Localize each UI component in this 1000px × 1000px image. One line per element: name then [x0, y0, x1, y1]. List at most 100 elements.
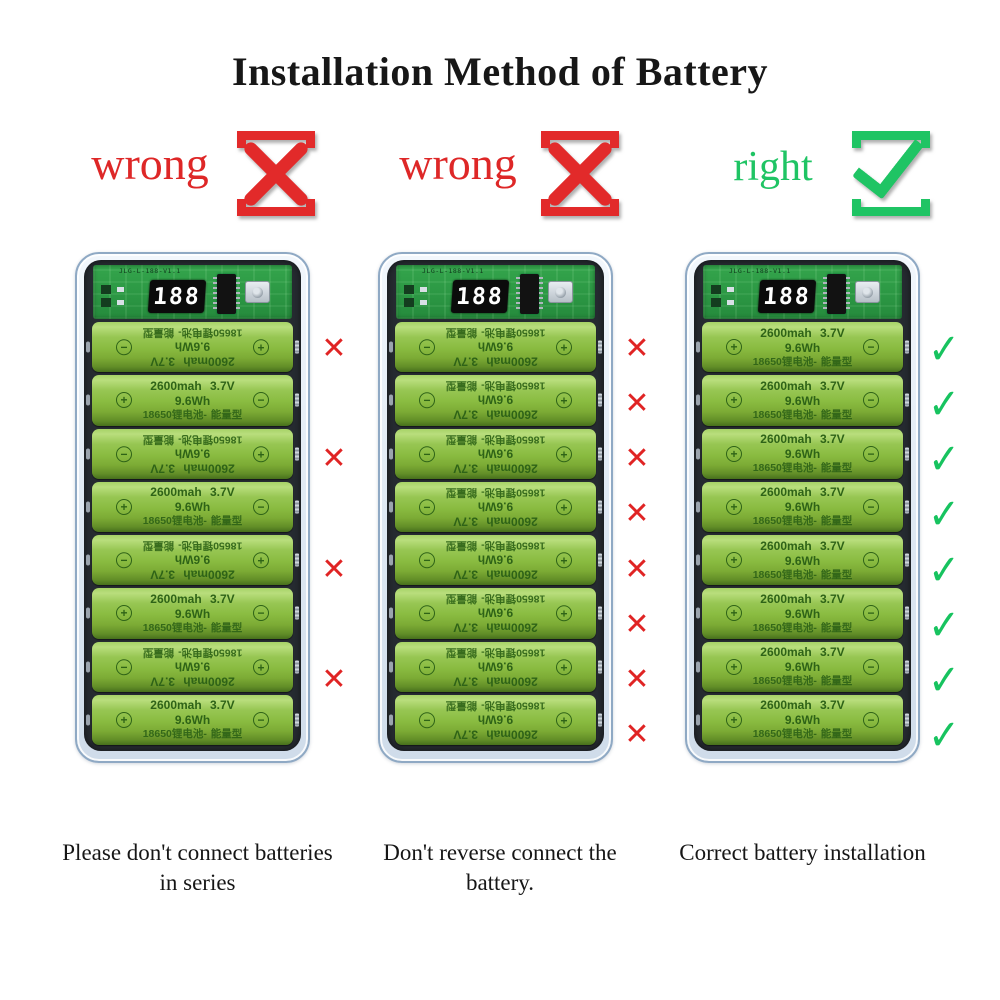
positive-terminal-icon: +: [556, 658, 572, 675]
mark-slot: ✓: [920, 542, 968, 597]
stamp-bracket-top: [852, 131, 930, 148]
negative-terminal-icon: −: [116, 445, 132, 462]
positive-terminal-icon: +: [253, 658, 269, 675]
negative-terminal-icon: −: [116, 658, 132, 675]
x-mark-icon: ✕: [624, 496, 650, 532]
verdict-label-wrong-1: wrong: [91, 138, 209, 189]
negative-terminal-icon: −: [116, 339, 132, 356]
negative-terminal-icon: −: [253, 392, 269, 409]
mark-slot: ✓: [920, 432, 968, 487]
stamp-bracket-top: [541, 131, 619, 148]
positive-terminal-icon: +: [556, 392, 572, 409]
x-mark-icon: ✕: [624, 606, 650, 642]
power-button: [855, 281, 880, 303]
marks-column: ✕✕✕✕: [310, 252, 358, 763]
negative-terminal-icon: −: [863, 339, 879, 356]
positive-terminal-icon: +: [556, 711, 572, 728]
marks-column: ✕ ✕ ✕ ✕ ✕ ✕ ✕ ✕: [613, 252, 661, 763]
pcb-silkscreen-text: JLG-L-188-V1.1: [422, 267, 484, 275]
empty-mark-slot: [310, 708, 358, 763]
negative-terminal-icon: −: [863, 711, 879, 728]
caption-pack-1: Please don't connect batteries in series: [62, 840, 333, 896]
check-mark-icon: ✓: [928, 323, 960, 374]
x-mark-icon: ✕: [321, 441, 347, 477]
negative-terminal-icon: −: [863, 552, 879, 569]
negative-terminal-icon: −: [863, 445, 879, 462]
page-title: Installation Method of Battery: [231, 49, 769, 94]
positive-terminal-icon: +: [556, 552, 572, 569]
caption-pack-2: Don't reverse connect the battery.: [383, 840, 617, 896]
negative-terminal-icon: −: [116, 552, 132, 569]
x-mark-icon: ✕: [321, 662, 347, 698]
verdict-label-right: right: [733, 144, 813, 190]
positive-terminal-icon: +: [726, 392, 742, 409]
pcb-silkscreen-text: JLG-L-188-V1.1: [119, 267, 181, 275]
positive-terminal-icon: +: [556, 605, 572, 622]
pcb-pads: [101, 285, 127, 307]
negative-terminal-icon: −: [419, 711, 435, 728]
x-mark-icon: ✕: [624, 551, 650, 587]
mark-slot: ✕: [613, 487, 661, 542]
negative-terminal-icon: −: [253, 605, 269, 622]
pcb-pads: [711, 285, 737, 307]
x-mark-icon: ✕: [624, 330, 650, 366]
ic-chip-icon: [213, 274, 240, 314]
battery-level-display: 188: [147, 280, 207, 313]
positive-terminal-icon: +: [116, 498, 132, 515]
empty-mark-slot: [310, 487, 358, 542]
positive-terminal-icon: +: [726, 552, 742, 569]
negative-terminal-icon: −: [419, 392, 435, 409]
x-mark-icon: ✕: [624, 441, 650, 477]
mark-slot: ✓: [920, 487, 968, 542]
check-mark-icon: ✓: [928, 434, 960, 484]
stamp-bracket-bottom: [237, 199, 315, 216]
positive-terminal-icon: +: [726, 339, 742, 356]
positive-terminal-icon: +: [116, 711, 132, 728]
caption-pack-3: Correct battery installation: [679, 840, 926, 865]
mark-slot: ✓: [920, 321, 968, 376]
mark-slot: ✕: [613, 653, 661, 708]
positive-terminal-icon: +: [116, 605, 132, 622]
negative-terminal-icon: −: [419, 605, 435, 622]
positive-terminal-icon: +: [116, 392, 132, 409]
empty-mark-slot: [310, 376, 358, 431]
mark-slot: ✕: [613, 708, 661, 763]
check-mark-icon: ✓: [928, 710, 960, 761]
check-mark-icon: ✓: [928, 379, 960, 429]
mark-slot: ✕: [613, 597, 661, 652]
mark-slot: ✕: [613, 376, 661, 431]
mark-slot: ✕: [310, 321, 358, 376]
x-mark-icon: ✕: [624, 717, 650, 753]
positive-terminal-icon: +: [726, 711, 742, 728]
pcb-pads: [404, 285, 430, 307]
negative-terminal-icon: −: [253, 498, 269, 515]
